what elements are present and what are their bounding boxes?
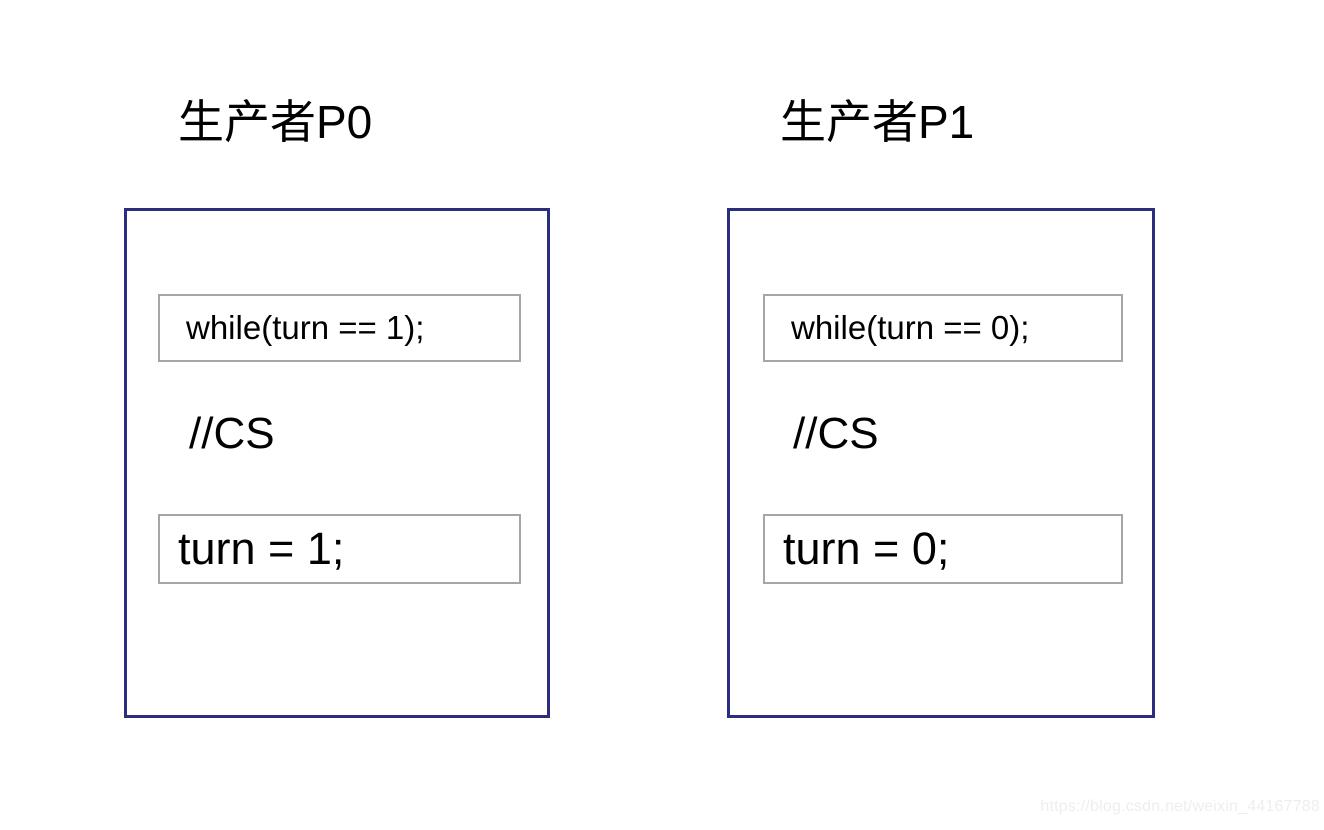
statement-comment-cs-p1: //CS (793, 409, 879, 458)
watermark-text: https://blog.csdn.net/weixin_44167788 (1040, 798, 1320, 815)
statement-text-assign-p1: turn = 0; (783, 523, 950, 574)
statement-box-wait-p0: while(turn == 1); (158, 294, 521, 362)
process-column-p0: 生产者P0 while(turn == 1); //CS turn = 1; (124, 0, 554, 830)
statement-comment-cs-p0: //CS (189, 409, 275, 458)
statement-text-assign-p0: turn = 1; (178, 523, 345, 574)
statement-box-assign-p0: turn = 1; (158, 514, 521, 584)
process-column-p1: 生产者P1 while(turn == 0); //CS turn = 0; (727, 0, 1158, 830)
process-body-p1: while(turn == 0); //CS turn = 0; (727, 208, 1155, 718)
statement-text-wait-p1: while(turn == 0); (791, 309, 1030, 346)
statement-box-assign-p1: turn = 0; (763, 514, 1123, 584)
process-body-p0: while(turn == 1); //CS turn = 1; (124, 208, 550, 718)
statement-text-wait-p0: while(turn == 1); (186, 309, 425, 346)
statement-box-wait-p1: while(turn == 0); (763, 294, 1123, 362)
process-title-p1: 生产者P1 (780, 96, 975, 148)
process-title-p0: 生产者P0 (178, 96, 373, 148)
